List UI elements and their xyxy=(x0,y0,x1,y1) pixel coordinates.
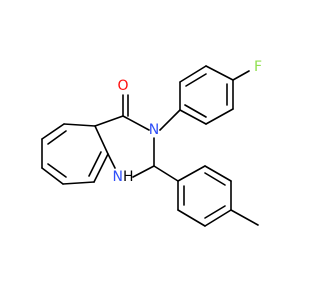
fluorine-label: F xyxy=(254,59,262,75)
molecule-structure: O N NH F xyxy=(41,59,263,227)
nitrogen-3-label: N xyxy=(149,122,159,138)
oxygen-label: O xyxy=(117,78,128,94)
quinazolinone-hetero-ring xyxy=(94,94,155,178)
fluorophenyl-ring xyxy=(159,65,250,131)
nh-label: NH xyxy=(112,169,133,185)
tolyl-ring xyxy=(153,165,259,227)
quinazolinone-benzo-ring xyxy=(41,123,109,185)
